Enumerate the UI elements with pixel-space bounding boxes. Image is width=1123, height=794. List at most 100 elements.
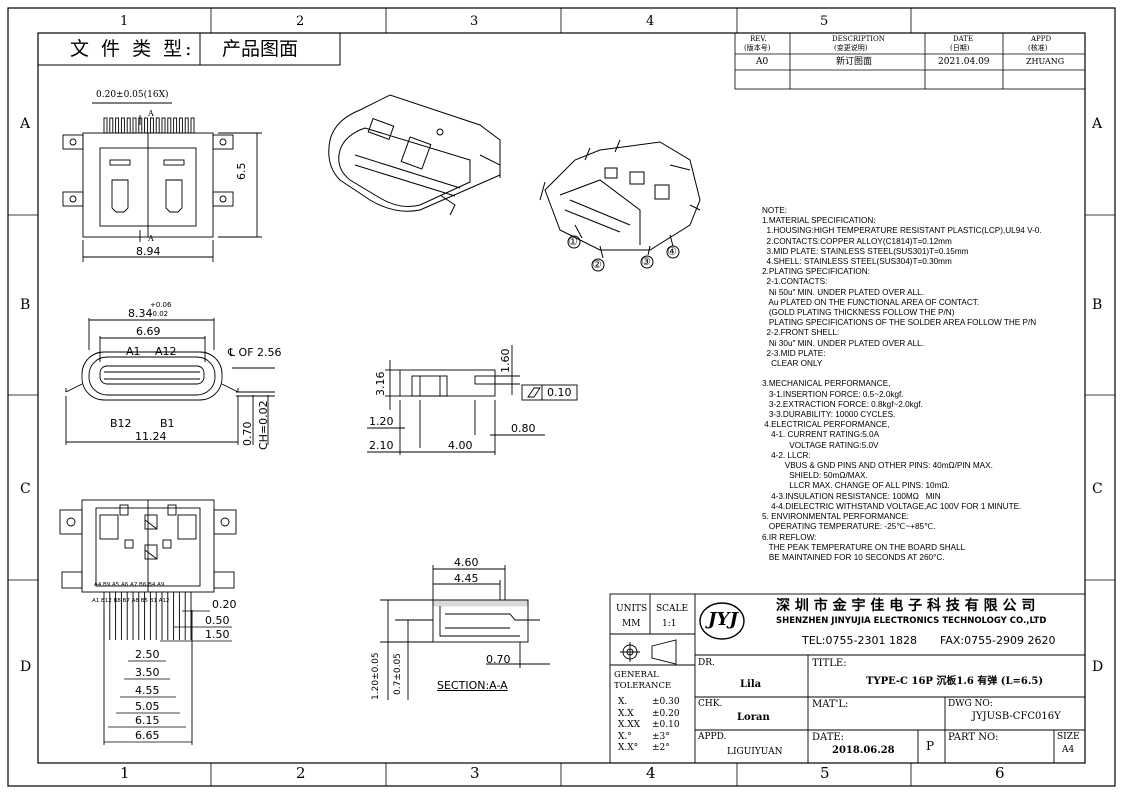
note-line: PLATING SPECIFICATIONS OF THE SOLDER ARE… — [762, 318, 1037, 328]
dim-section-07: 0.7±0.05 — [393, 653, 403, 695]
tolerance-row: X.°±3° — [618, 732, 680, 744]
dim-160: 1.60 — [499, 348, 512, 374]
top-pin — [109, 117, 114, 134]
chk-value: Loran — [737, 712, 770, 723]
doc-type-label: 文 件 类 型: — [70, 38, 195, 60]
doc-type-value: 产品图面 — [222, 38, 299, 60]
note-line: VBUS & GND PINS AND OTHER PINS: 40mΩ/PIN… — [762, 461, 993, 471]
callout-3: ③ — [641, 255, 651, 268]
dim-section-070: 0.70 — [486, 653, 511, 666]
iso-view-2 — [539, 139, 701, 272]
note-line: VOLTAGE RATING:5.0V — [762, 440, 879, 450]
side-view — [367, 345, 578, 455]
note-line: 3-3.DURABILITY: 10000 CYCLES. — [762, 410, 896, 420]
notes-block: NOTE:1.MATERIAL SPECIFICATION: 1.HOUSING… — [762, 206, 1112, 563]
dim-150: 1.50 — [205, 628, 230, 641]
date-header-cn: (日期) — [950, 44, 970, 52]
note-line: 4-3.INSULATION RESISTANCE: 100MΩ MIN — [762, 491, 941, 501]
tolerance-value: ±0.20 — [652, 708, 680, 719]
grid-row-b: B — [20, 297, 31, 313]
top-pin — [120, 117, 125, 134]
note-line: 3-1.INSERTION FORCE: 0.5~2.0kgf. — [762, 389, 904, 399]
dwg-number: JYJUSB-CFC016Y — [972, 711, 1061, 722]
grid-row-b-right: B — [1092, 297, 1103, 313]
dr-value: Lila — [740, 679, 762, 690]
note-line: CLEAR ONLY — [762, 359, 823, 369]
appd-value: ZHUANG — [1026, 57, 1065, 66]
dim-669: 6.69 — [136, 325, 161, 338]
tolerance-row: X.XX±0.10 — [618, 720, 680, 732]
dr-label: DR. — [698, 658, 715, 668]
company-name-cn: 深 圳 市 金 宇 佳 电 子 科 技 有 限 公 司 — [776, 598, 1036, 614]
pin-a12: A12 — [155, 345, 177, 358]
chk-label: CHK. — [698, 699, 723, 709]
grid-row-a: A — [20, 116, 31, 132]
grid-col-3-top: 3 — [470, 14, 479, 29]
note-line: BE MAINTAINED FOR 10 SECONDS AT 260°C. — [762, 552, 945, 562]
dim-020: 0.20 — [212, 598, 237, 611]
title-label: TITLE: — [812, 658, 847, 669]
dim-210: 2.10 — [369, 439, 394, 452]
dim-350: 3.50 — [135, 666, 160, 679]
dim-316: 3.16 — [374, 371, 387, 397]
dwg-label: DWG NO: — [948, 699, 993, 709]
note-line: 4.ELECTRICAL PERFORMANCE, — [762, 420, 890, 430]
grid-row-d: D — [20, 659, 32, 675]
note-line: 2.PLATING SPECIFICATION: — [762, 267, 870, 277]
note-line: Au PLATED ON THE FUNCTIONAL AREA OF CONT… — [762, 297, 980, 307]
dim-250: 2.50 — [135, 648, 160, 661]
section-mark-top: A — [148, 109, 154, 118]
dim-center: ℄ OF 2.56 — [228, 346, 282, 359]
dim-ch: CH=0.02 — [257, 400, 270, 450]
pin-b12: B12 — [110, 417, 132, 430]
top-pin — [161, 117, 166, 134]
grid-row-a-right: A — [1092, 116, 1103, 132]
tolerance-value: ±0.30 — [652, 697, 680, 707]
note-line: 2.CONTACTS:COPPER ALLOY(C1814)T=0.12mm — [762, 236, 952, 246]
note-line: (GOLD PLATING THICKNESS FOLLOW THE P/N) — [762, 308, 955, 318]
dim-080: 0.80 — [511, 422, 536, 435]
note-line: Ni 30u" MIN. UNDER PLATED OVER ALL. — [762, 338, 925, 348]
tolerance-row: X.X°±2° — [618, 743, 680, 755]
grid-col-4: 4 — [646, 764, 656, 782]
top-pin — [115, 117, 120, 134]
note-line: SHIELD: 50mΩ/MAX. — [762, 471, 868, 481]
desc-value: 新订图面 — [836, 57, 873, 67]
size-label: SIZE — [1057, 732, 1080, 742]
desc-header-cn: (变更说明) — [834, 44, 868, 52]
top-pin — [144, 117, 149, 134]
dim-pitch: 0.20±0.05(16X) — [96, 90, 169, 100]
dim-834: 8.34 — [128, 307, 153, 320]
appd-label: APPD. — [698, 732, 727, 742]
revision-table — [734, 32, 1086, 90]
top-pin — [132, 117, 137, 134]
dim-834-tol-plus: +0.06 — [150, 301, 172, 309]
top-pin — [173, 117, 178, 134]
dim-120: 1.20 — [369, 415, 394, 428]
top-pin — [103, 117, 108, 134]
top-view — [62, 102, 262, 262]
date-label: DATE: — [812, 732, 845, 743]
top-pin — [190, 117, 195, 134]
units-value: MM — [622, 619, 641, 629]
matl-label: MAT'L: — [812, 699, 849, 710]
tolerance-format: X.X — [618, 708, 634, 719]
scale-value: 1:1 — [662, 619, 677, 629]
date-header-en: DATE — [953, 35, 974, 43]
note-line: 4-4.DIELECTRIC WITHSTAND VOLTAGE,AC 100V… — [762, 501, 1022, 511]
note-line: 2-3.MID PLATE: — [762, 348, 826, 358]
tolerance-row: X.X ±0.20 — [618, 709, 680, 721]
date-value: 2018.06.28 — [832, 745, 895, 756]
grid-ticks — [8, 8, 1115, 786]
note-line: 4-1. CURRENT RATING:5.0A — [762, 430, 880, 440]
note-line: 3.MECHANICAL PERFORMANCE, — [762, 379, 891, 389]
grid-col-4-top: 4 — [646, 14, 655, 29]
top-pin — [149, 117, 154, 134]
section-mark-bottom: A — [148, 234, 154, 243]
appd-value: LIGUIYUAN — [727, 747, 783, 757]
section-view — [380, 565, 550, 700]
note-line: NOTE: — [762, 206, 788, 215]
drawing-title: TYPE-C 16P 沉板1.6 有弹 (L=6.5) — [866, 676, 1044, 687]
dim-070: 0.70 — [241, 421, 254, 447]
